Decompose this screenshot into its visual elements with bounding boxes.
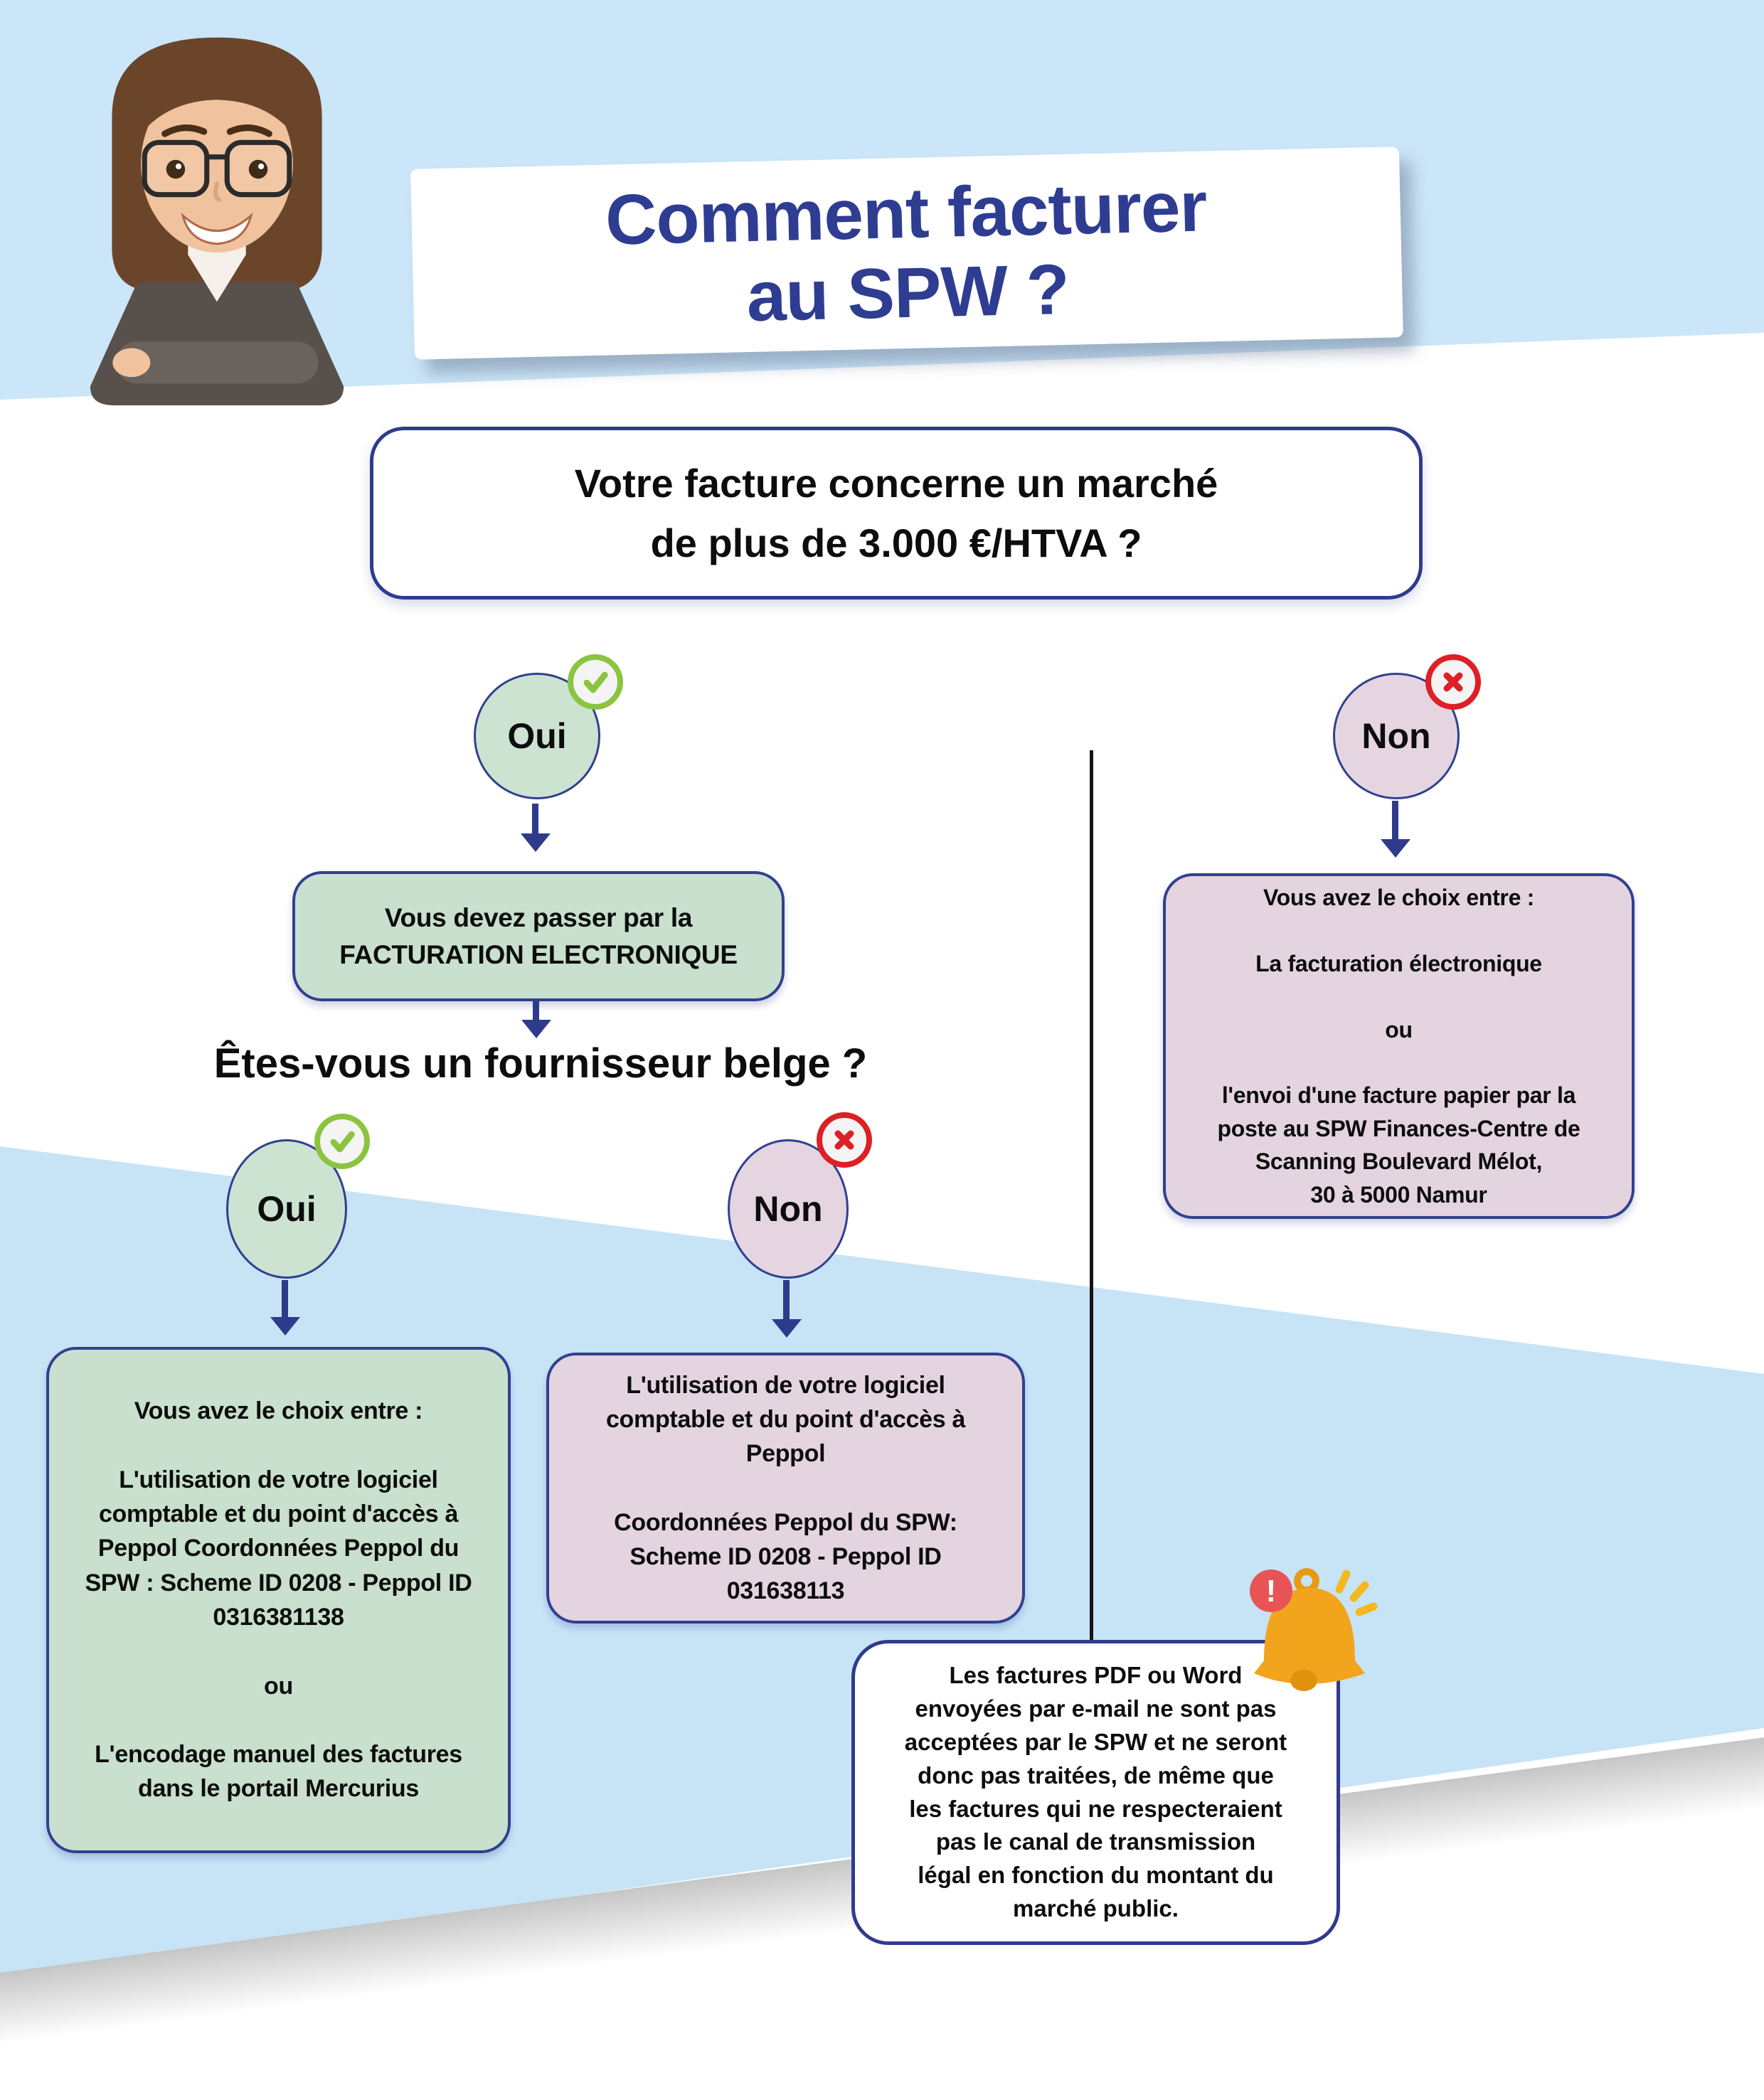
check-icon (314, 1114, 370, 1169)
box-electronic-invoicing-text: Vous devez passer par la FACTURATION ELE… (339, 902, 738, 969)
warning-text: Les factures PDF ou Word envoyées par e-… (904, 1662, 1287, 1922)
check-icon (568, 654, 623, 710)
node-oui-belgian-label: Oui (257, 1189, 317, 1229)
box-main-no-choices-text: Vous avez le choix entre : La facturatio… (1217, 885, 1580, 1208)
exclamation-mark: ! (1266, 1574, 1277, 1609)
exclamation-icon (1250, 1569, 1292, 1612)
avatar-face (141, 75, 293, 253)
bell-handle (1294, 1568, 1319, 1594)
avatar-fringe (129, 68, 304, 150)
avatar-nose (213, 181, 222, 202)
bell-icon: ! (1250, 1568, 1378, 1691)
divider-line (1090, 750, 1093, 1640)
node-oui-main-label: Oui (507, 716, 567, 756)
avatar-eye-right (248, 159, 268, 179)
warning-box: Les factures PDF ou Word envoyées par e-… (851, 1640, 1340, 1945)
main-question-text: Votre facture concerne un marché de plus… (574, 460, 1218, 565)
arrow-down (282, 1280, 288, 1317)
bell-sound-marks (1335, 1569, 1378, 1616)
avatar-brow-right (226, 124, 272, 137)
box-belgian-supplier-yes-text: Vous avez le choix entre : L'utilisation… (85, 1397, 472, 1803)
avatar-collar (188, 240, 246, 302)
avatar-eye-left-highlight (175, 163, 182, 170)
avatar-eye-left (166, 159, 186, 179)
arrow-down (532, 804, 538, 833)
arrow-down (783, 1280, 790, 1319)
bell-clapper (1290, 1670, 1317, 1691)
box-belgian-supplier-yes: Vous avez le choix entre : L'utilisation… (46, 1347, 511, 1853)
box-main-no-choices: Vous avez le choix entre : La facturatio… (1163, 873, 1635, 1219)
avatar-brow-left (161, 124, 208, 137)
avatar-woman (90, 37, 344, 405)
node-non-main-label: Non (1361, 716, 1431, 756)
avatar-eye-right-highlight (258, 163, 265, 170)
box-electronic-invoicing: Vous devez passer par la FACTURATION ELE… (292, 871, 785, 1001)
avatar-arms (115, 341, 319, 384)
box-belgian-supplier-no-text: L'utilisation de votre logiciel comptabl… (605, 1371, 966, 1605)
node-non-belgian-label: Non (753, 1189, 823, 1229)
supplier-question-text: Êtes-vous un fournisseur belge ? (213, 1040, 868, 1087)
cross-icon (817, 1112, 872, 1168)
avatar-hand (112, 348, 151, 378)
arrow-down (533, 1001, 539, 1020)
bell-body (1254, 1588, 1365, 1684)
cross-icon (1425, 654, 1481, 710)
box-belgian-supplier-no: L'utilisation de votre logiciel comptabl… (546, 1353, 1025, 1624)
title-card: Comment facturer au SPW ? (410, 146, 1403, 360)
page-title: Comment facturer au SPW ? (604, 166, 1208, 337)
node-non-belgian: Non (728, 1139, 849, 1279)
node-oui-main: Oui (474, 673, 600, 799)
main-question-box: Votre facture concerne un marché de plus… (370, 427, 1423, 599)
arrow-down (1392, 801, 1398, 839)
avatar-smile (181, 212, 253, 245)
